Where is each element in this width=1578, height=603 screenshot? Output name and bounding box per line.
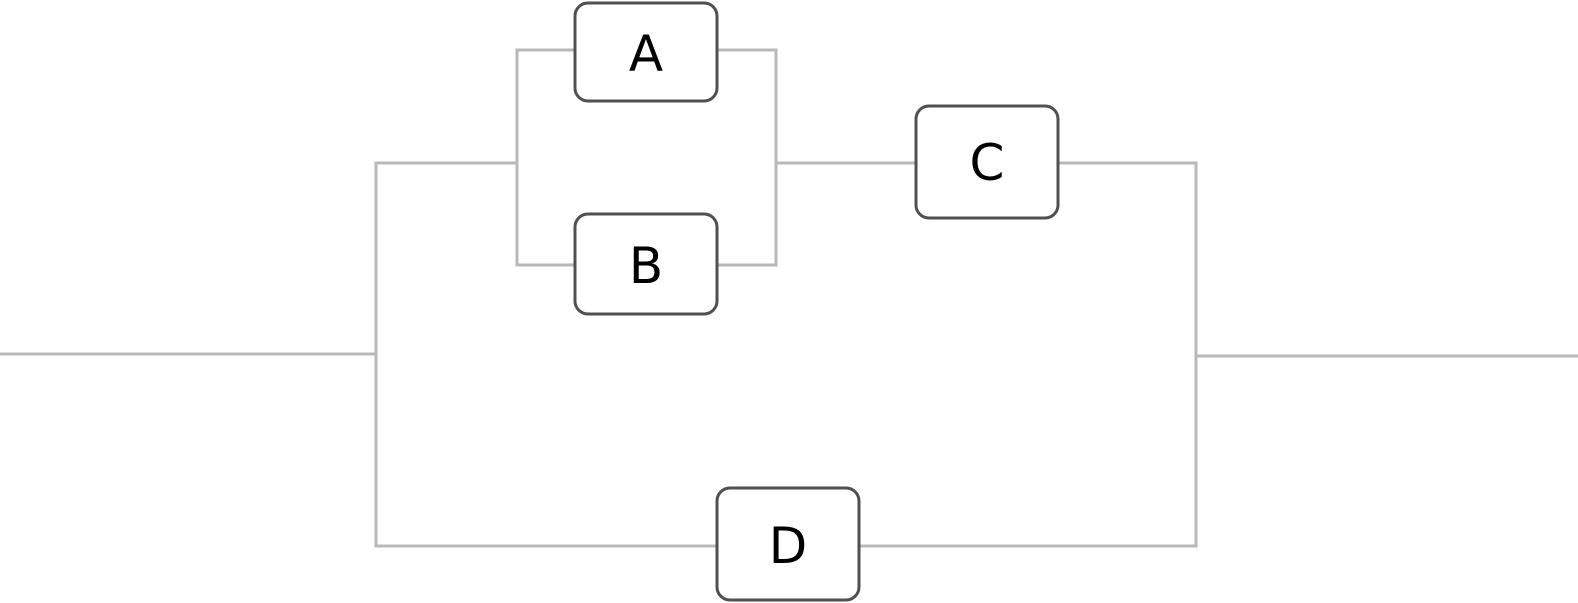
connections	[0, 48, 1578, 548]
block-d-label: D	[769, 517, 808, 575]
block-b[interactable]: B	[573, 212, 719, 316]
block-a-label: A	[629, 25, 663, 83]
block-c-label: C	[970, 134, 1005, 192]
block-c-box	[914, 104, 1060, 220]
block-a[interactable]: A	[573, 1, 719, 103]
block-c[interactable]: C	[914, 104, 1060, 220]
block-b-box	[573, 212, 719, 316]
block-b-label: B	[629, 237, 663, 295]
block-d[interactable]: D	[715, 486, 861, 602]
block-d-box	[715, 486, 861, 602]
block-a-box	[573, 1, 719, 103]
